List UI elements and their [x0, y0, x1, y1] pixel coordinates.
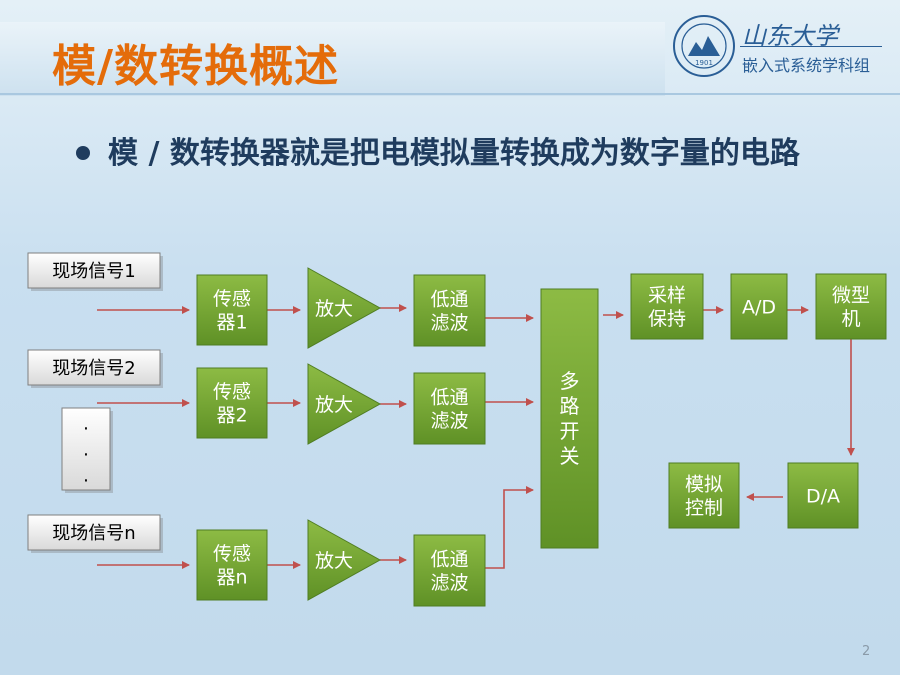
lowpass-filter-2-label: 低通滤波 — [430, 386, 468, 432]
signal-box-1 — [27, 252, 161, 289]
logo-rule — [740, 46, 882, 47]
signal-box-3-label: 现场信号n — [52, 523, 135, 544]
bullet-text: 模 / 数转换器就是把电模拟量转换成为数字量的电路 — [108, 136, 800, 171]
multiplexer-box — [540, 288, 599, 549]
analog-control-box — [668, 462, 740, 529]
microcomputer-box-label: 微型机 — [832, 284, 870, 330]
lowpass-filter-3 — [413, 534, 486, 607]
dac-box-label: D/A — [806, 485, 840, 507]
signal-box-2 — [27, 349, 161, 386]
university-seal-icon: 1901 — [673, 15, 735, 77]
sensor-box-3-label: 传感器n — [213, 543, 251, 589]
title-band — [0, 22, 665, 96]
header-divider — [0, 93, 900, 95]
adc-box-label: A/D — [742, 296, 776, 318]
adc-box — [730, 273, 788, 340]
ellipsis-box-label: ... — [83, 413, 89, 486]
filtern-to-mux-arrow — [485, 486, 534, 569]
sensor-box-1-label: 传感器1 — [213, 288, 251, 334]
multiplexer-box-label: 多路开关 — [560, 369, 580, 468]
group-name: 嵌入式系统学科组 — [742, 56, 871, 75]
slide-title: 模/数转换概述 — [52, 41, 340, 92]
amplifier-3 — [307, 519, 382, 601]
sample-hold-box-label: 采样保持 — [648, 284, 686, 330]
dac-box — [787, 462, 859, 529]
amplifier-1 — [307, 267, 382, 349]
sensor-box-2 — [196, 367, 268, 439]
signal-box-3 — [27, 514, 161, 551]
seal-year: 1901 — [695, 59, 713, 67]
ellipsis-box — [61, 407, 111, 491]
sensor-box-1 — [196, 274, 268, 346]
amplifier-3-label: 放大 — [315, 550, 353, 572]
sensor-box-2-label: 传感器2 — [213, 381, 251, 427]
amplifier-2 — [307, 363, 382, 445]
microcomputer-box — [815, 273, 887, 340]
lowpass-filter-1-label: 低通滤波 — [430, 288, 468, 334]
lowpass-filter-3-label: 低通滤波 — [430, 548, 468, 594]
sensor-box-3 — [196, 529, 268, 601]
lowpass-filter-2 — [413, 372, 486, 445]
amplifier-1-label: 放大 — [315, 298, 353, 320]
lowpass-filter-1 — [413, 274, 486, 347]
analog-control-box-label: 模拟控制 — [685, 473, 723, 519]
signal-box-2-label: 现场信号2 — [52, 358, 135, 379]
sample-hold-box — [630, 273, 704, 340]
amplifier-2-label: 放大 — [315, 394, 353, 416]
university-name: 山东大学 — [742, 22, 838, 50]
signal-box-1-label: 现场信号1 — [52, 261, 135, 282]
slide-number: 2 — [862, 644, 871, 659]
bullet-dot — [76, 146, 90, 160]
